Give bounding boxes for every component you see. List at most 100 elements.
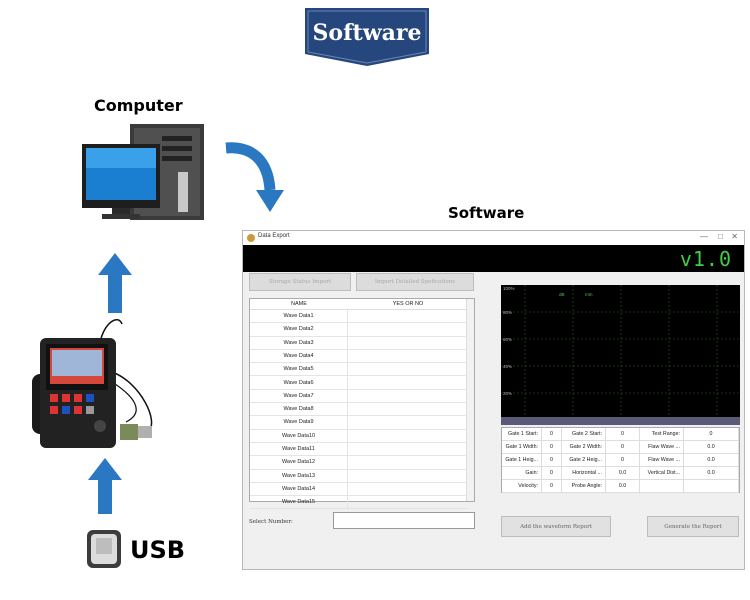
row-name-cell: Wave Data2 (250, 323, 348, 336)
param-value: 0.0 (684, 454, 739, 467)
param-label: Gain: (502, 467, 542, 480)
table-row[interactable]: Wave Data10 (250, 429, 468, 443)
computer-icon (82, 124, 204, 220)
table-header-yes-no: YES OR NO (348, 299, 468, 310)
param-label: Gate 2 Heig... (562, 454, 606, 467)
scope-pct-60: 60% (503, 337, 513, 342)
row-name-cell: Wave Data13 (250, 469, 348, 482)
banner-ribbon-shape (305, 8, 429, 66)
banner-title: Software (312, 20, 422, 46)
computer-label: Computer (94, 96, 183, 115)
table-row[interactable]: Wave Data5 (250, 363, 468, 377)
param-value: 0 (542, 441, 562, 454)
param-value: 0.0 (606, 467, 640, 480)
row-name-cell: Wave Data9 (250, 416, 348, 429)
arrow-to-software-icon (225, 142, 284, 212)
param-value: 0.0 (684, 467, 739, 480)
window-titlebar: Data Export — □ ✕ (243, 231, 744, 245)
param-value: 0 (542, 454, 562, 467)
param-label: Velocity: (502, 480, 542, 493)
scope-pct-20: 20% (503, 391, 513, 396)
table-row[interactable]: Wave Data13 (250, 469, 468, 483)
param-value: 0 (606, 441, 640, 454)
param-label (640, 480, 684, 493)
table-row[interactable]: Wave Data3 (250, 336, 468, 350)
minimize-icon[interactable]: — (700, 232, 708, 241)
param-label: Flaw Wave ... (640, 454, 684, 467)
software-banner: Software (305, 8, 429, 68)
data-export-window: Data Export — □ ✕ v1.0 Storage Status Im… (242, 230, 745, 570)
select-number-label: Select Number: (249, 519, 293, 525)
add-waveform-report-label: Add the waveform Report (520, 524, 592, 530)
param-label: Gate 1 Heig... (502, 454, 542, 467)
row-name-cell: Wave Data15 (250, 496, 348, 509)
table-row[interactable]: Wave Data15 (250, 496, 468, 510)
param-value: 0 (606, 428, 640, 441)
software-label: Software (448, 204, 525, 222)
app-icon (247, 234, 255, 242)
param-value: 0 (542, 467, 562, 480)
row-name-cell: Wave Data4 (250, 349, 348, 363)
row-name-cell: Wave Data14 (250, 482, 348, 496)
scope-pct-80: 80% (503, 310, 513, 315)
generate-report-button[interactable]: Generate the Report (647, 516, 739, 537)
row-name-cell: Wave Data1 (250, 310, 348, 323)
generate-report-label: Generate the Report (664, 524, 722, 530)
select-number-input[interactable] (333, 512, 475, 529)
param-label: Vertical Dist... (640, 467, 684, 480)
storage-status-import-button[interactable]: Storage Status Import (249, 273, 351, 291)
param-label: Gate 1 Width: (502, 441, 542, 454)
param-label: Gate 2 Width: (562, 441, 606, 454)
param-value: 0.0 (684, 441, 739, 454)
scope-grid (501, 285, 740, 417)
param-label: Test Range: (640, 428, 684, 441)
usb-dongle-icon (87, 530, 121, 568)
storage-status-import-label: Storage Status Import (268, 279, 332, 285)
param-label: Gate 1 Start: (502, 428, 542, 441)
import-detailed-label: Import Detailed Spefications (374, 279, 456, 285)
window-title: Data Export (258, 233, 290, 239)
scope-marker-mm: mm (585, 292, 593, 297)
row-name-cell: Wave Data10 (250, 429, 348, 442)
table-row[interactable]: Wave Data4 (250, 349, 468, 364)
flaw-detector-icon (32, 319, 153, 448)
waveform-display: 100% 80% 60% 40% 20% dB mm (501, 285, 740, 425)
param-value: 0 (542, 428, 562, 441)
add-waveform-report-button[interactable]: Add the waveform Report (501, 516, 611, 537)
table-row[interactable]: Wave Data1 (250, 310, 468, 324)
usb-label: USB (130, 536, 186, 564)
arrow-up-upper-icon (98, 253, 132, 313)
import-detailed-button[interactable]: Import Detailed Spefications (356, 273, 474, 291)
param-value: 0 (606, 454, 640, 467)
table-row[interactable]: Wave Data7 (250, 389, 468, 404)
table-row[interactable]: Wave Data9 (250, 416, 468, 430)
row-name-cell: Wave Data7 (250, 389, 348, 403)
table-row[interactable]: Wave Data12 (250, 456, 468, 470)
maximize-icon[interactable]: □ (718, 232, 723, 241)
scope-pct-100: 100% (503, 286, 515, 291)
param-value: 0 (684, 428, 739, 441)
param-value: 0.0 (606, 480, 640, 493)
table-row[interactable]: Wave Data6 (250, 376, 468, 390)
param-value: 0 (542, 480, 562, 493)
row-name-cell: Wave Data12 (250, 456, 348, 469)
table-row[interactable]: Wave Data2 (250, 323, 468, 337)
row-name-cell: Wave Data8 (250, 403, 348, 416)
table-row[interactable]: Wave Data8 (250, 403, 468, 417)
row-name-cell: Wave Data3 (250, 336, 348, 349)
arrow-up-lower-icon (88, 458, 122, 514)
row-name-cell: Wave Data5 (250, 363, 348, 376)
row-name-cell: Wave Data11 (250, 443, 348, 456)
row-name-cell: Wave Data6 (250, 376, 348, 389)
scope-pct-40: 40% (503, 364, 513, 369)
param-label: Horizontal ... (562, 467, 606, 480)
scope-baseline (501, 417, 740, 425)
param-label: Gate 2 Start: (562, 428, 606, 441)
table-scrollbar[interactable] (466, 299, 474, 501)
param-value (684, 480, 739, 493)
close-icon[interactable]: ✕ (731, 232, 738, 241)
table-row[interactable]: Wave Data14 (250, 482, 468, 497)
table-row[interactable]: Wave Data11 (250, 443, 468, 457)
